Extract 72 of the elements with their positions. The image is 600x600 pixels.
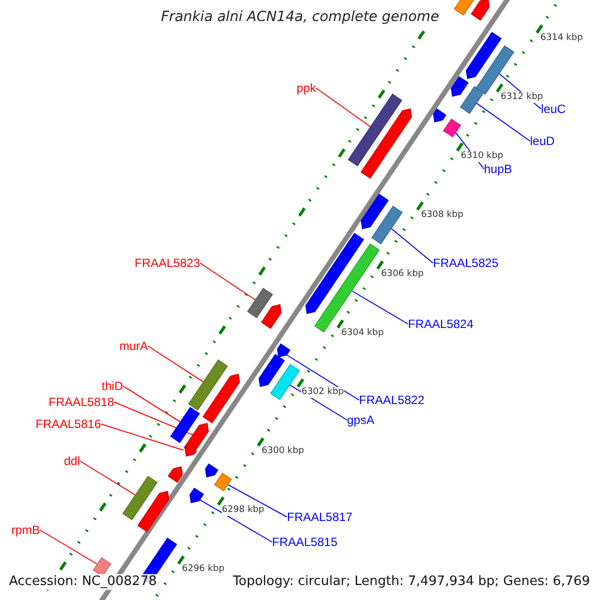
gene-feature bbox=[371, 206, 403, 244]
gene-feature bbox=[433, 108, 446, 122]
gene-feature bbox=[450, 76, 469, 97]
leader-line bbox=[199, 499, 272, 542]
scale-label: 6304 kbp bbox=[341, 328, 384, 339]
gene-feature bbox=[170, 406, 200, 444]
leader-line bbox=[114, 402, 194, 436]
gene-feature bbox=[360, 108, 412, 179]
leader-line bbox=[122, 386, 181, 422]
gene-feature bbox=[122, 476, 158, 520]
gene-label: ppk bbox=[296, 81, 316, 95]
gene-feature bbox=[442, 118, 462, 138]
leader-line bbox=[227, 484, 288, 518]
gene-feature bbox=[188, 359, 228, 411]
scale-label: 6300 kbp bbox=[262, 446, 304, 457]
gene-feature bbox=[189, 488, 204, 504]
gene-label: FRAAL5824 bbox=[408, 317, 474, 331]
gene-feature bbox=[184, 444, 197, 457]
leader-line bbox=[286, 354, 360, 400]
leader-line bbox=[476, 102, 530, 142]
leader-line bbox=[351, 290, 408, 324]
scale-label: 6314 kbp bbox=[540, 33, 583, 44]
gene-label: thiD bbox=[102, 379, 123, 393]
accession-text: Accession: NC_008278 bbox=[7, 574, 159, 590]
gene-feature bbox=[202, 374, 240, 424]
gene-label: FRAAL5816 bbox=[36, 417, 101, 431]
leader-line bbox=[100, 424, 184, 451]
scale-label: 6302 kbp bbox=[301, 387, 344, 398]
gene-feature bbox=[92, 557, 112, 577]
leader-line bbox=[390, 228, 434, 264]
gene-feature bbox=[247, 288, 273, 318]
gene-feature bbox=[454, 0, 476, 16]
gene-feature bbox=[270, 364, 300, 400]
gene-feature bbox=[260, 304, 282, 329]
gene-label: FRAAL5825 bbox=[433, 256, 498, 270]
scale-label: 6310 kbp bbox=[460, 151, 504, 162]
scale-label: 6308 kbp bbox=[420, 210, 464, 221]
scale-label: 6298 kbp bbox=[222, 505, 264, 516]
gene-label: murA bbox=[119, 339, 148, 353]
gene-label: hupB bbox=[484, 162, 512, 176]
genome-info-text: Topology: circular; Length: 7,497,934 bp; Genes: 6,769 bbox=[230, 574, 592, 590]
gene-label: ddl bbox=[64, 454, 80, 468]
gene-feature bbox=[205, 463, 218, 478]
gene-feature bbox=[470, 0, 490, 21]
gene-label: leuD bbox=[530, 134, 555, 148]
gene-feature bbox=[305, 232, 364, 314]
scale-label: 6296 kbp bbox=[182, 564, 224, 575]
gene-label: FRAAL5823 bbox=[134, 256, 200, 270]
leader-line bbox=[148, 346, 204, 382]
leader-line bbox=[80, 460, 136, 496]
gene-feature bbox=[360, 194, 389, 230]
scale-label: 6306 kbp bbox=[381, 269, 424, 280]
gene-label: FRAAL5822 bbox=[359, 393, 424, 407]
gene-feature bbox=[214, 472, 232, 492]
gene-label: FRAAL5818 bbox=[48, 395, 114, 409]
gene-label: gpsA bbox=[347, 413, 374, 427]
gene-feature bbox=[137, 490, 170, 532]
gene-feature bbox=[168, 466, 183, 483]
gene-label: leuC bbox=[541, 102, 566, 116]
gene-feature bbox=[277, 343, 290, 358]
gene-feature bbox=[348, 94, 402, 166]
gene-label: FRAAL5815 bbox=[272, 535, 338, 549]
gene-feature bbox=[258, 354, 285, 387]
map-title: Frankia alni ACN14a, complete genome bbox=[158, 9, 442, 25]
gene-label: rpmB bbox=[11, 523, 40, 537]
leader-line bbox=[316, 88, 371, 128]
gene-feature bbox=[466, 32, 502, 80]
gene-label: FRAAL5817 bbox=[287, 510, 352, 524]
scale-label: 6312 kbp bbox=[500, 92, 543, 103]
leader-line bbox=[40, 530, 98, 565]
leader-line bbox=[200, 262, 256, 300]
gene-feature bbox=[460, 86, 484, 114]
